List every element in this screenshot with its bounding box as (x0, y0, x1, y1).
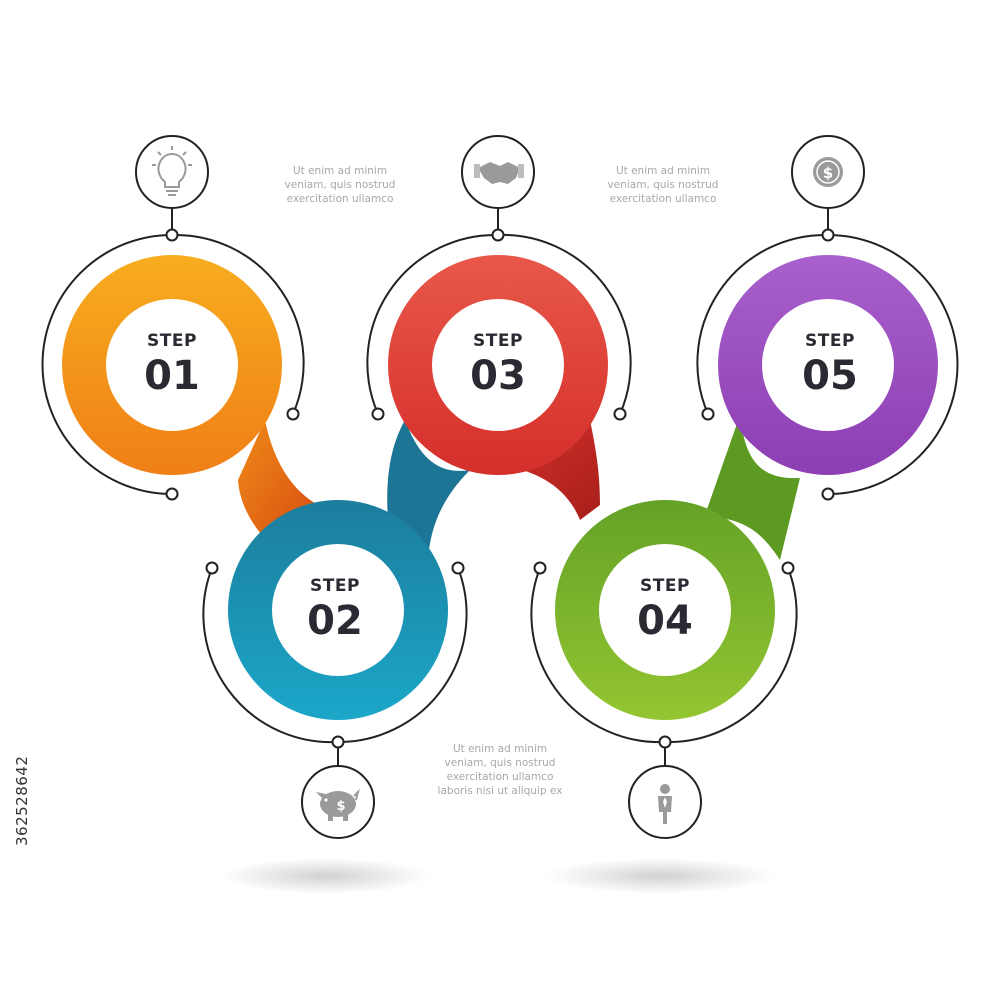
captions: Ut enim ad minim veniam, quis nostrud ex… (285, 165, 719, 797)
arc-step-02-left (202, 567, 339, 744)
icon-circle-step-01 (135, 135, 209, 209)
step-05-number: 05 (802, 353, 858, 399)
dot (491, 228, 505, 242)
caption-top-left-line-1: Ut enim ad minim (293, 165, 387, 177)
piggy-bank-icon: $ (316, 788, 360, 821)
caption-top-left-line-3: exercitation ullamco (287, 193, 394, 205)
dot (371, 407, 385, 421)
arc-step-01-left (41, 234, 173, 495)
caption-bottom-line-1: Ut enim ad minim (453, 743, 547, 755)
caption-top-right-line-3: exercitation ullamco (610, 193, 717, 205)
dot (286, 407, 300, 421)
inner-circles (106, 299, 894, 676)
dot (451, 561, 465, 575)
caption-top-right-line-2: veniam, quis nostrud (608, 179, 719, 191)
svg-text:$: $ (823, 164, 833, 182)
stock-id-label: 362528642 (13, 756, 31, 846)
step-01-label: STEP (147, 331, 197, 351)
step-02-label: STEP (310, 576, 360, 596)
step-04-inner (599, 544, 731, 676)
dot (821, 228, 835, 242)
arc-step-04-right (664, 567, 798, 744)
dot (658, 735, 672, 749)
arc-step-03-left (366, 233, 499, 415)
lightbulb-icon (152, 146, 192, 196)
step-03-inner (432, 299, 564, 431)
step-03-label: STEP (473, 331, 523, 351)
dot (205, 561, 219, 575)
caption-top-left-line-2: veniam, quis nostrud (285, 179, 396, 191)
bridge-02-03 (387, 420, 470, 560)
step-02-number: 02 (307, 598, 363, 644)
svg-text:$: $ (336, 799, 345, 814)
arc-step-01-right (171, 233, 305, 415)
step-labels: STEP 01 STEP 03 STEP 05 STEP 02 STEP 04 (144, 331, 858, 644)
step-04-number: 04 (637, 598, 693, 644)
dot (331, 735, 345, 749)
arc-step-05-right (827, 234, 959, 495)
caption-top-right-line-1: Ut enim ad minim (616, 165, 710, 177)
step-01-inner (106, 299, 238, 431)
caption-bottom-line-4: laboris nisi ut aliquip ex (438, 785, 563, 797)
step-02-inner (272, 544, 404, 676)
arc-step-03-right (497, 233, 632, 415)
caption-bottom-line-3: exercitation ullamco (447, 771, 554, 783)
caption-bottom-line-2: veniam, quis nostrud (445, 757, 556, 769)
dot (821, 487, 835, 501)
dot (533, 561, 547, 575)
step-04-label: STEP (640, 576, 690, 596)
dot (701, 407, 715, 421)
floor-shadow-right (545, 858, 775, 894)
step-05-inner (762, 299, 894, 431)
step-01-number: 01 (144, 353, 200, 399)
dot (165, 487, 179, 501)
step-03-number: 03 (470, 353, 526, 399)
handshake-icon (474, 162, 524, 184)
businessman-icon (658, 784, 672, 824)
outline-arcs (41, 190, 959, 766)
dollar-coin-icon: $ (813, 157, 843, 187)
arc-step-05-left (696, 233, 829, 415)
floor-shadow-left (220, 858, 430, 894)
arc-step-04-left (530, 567, 666, 744)
bridge-04-05 (705, 415, 800, 560)
connector-dots (165, 228, 835, 749)
arc-step-02-right (337, 567, 468, 744)
dot (613, 407, 627, 421)
step-05-label: STEP (805, 331, 855, 351)
dot (781, 561, 795, 575)
dot (165, 228, 179, 242)
